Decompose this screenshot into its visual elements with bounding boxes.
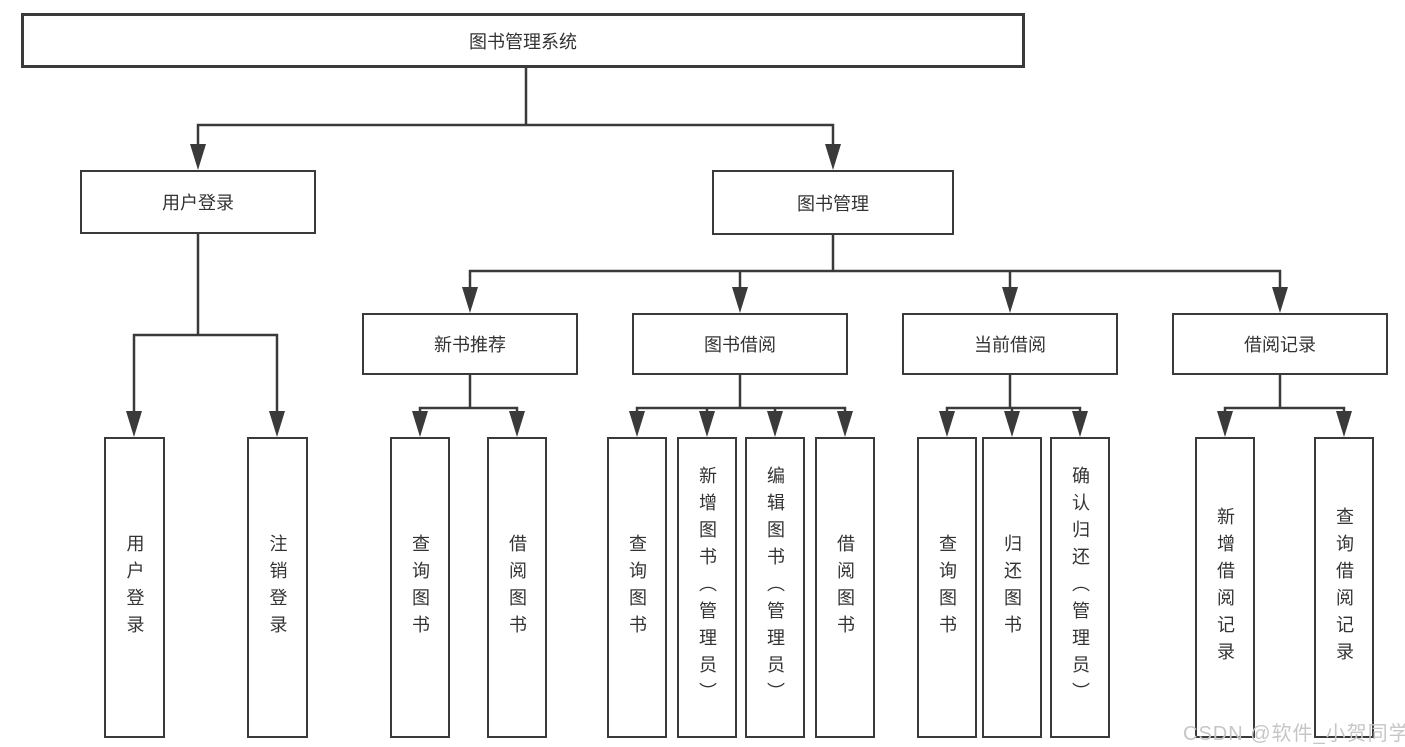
- node-new-book-recommend: 新书推荐: [362, 313, 578, 375]
- node-label: 借阅图书: [835, 533, 855, 642]
- node-library-management-system: 图书管理系统: [21, 13, 1025, 68]
- arrowheads: [126, 144, 1352, 437]
- node-user-login: 用户登录: [80, 170, 316, 234]
- leaf-add-borrow-record: 新增借阅记录: [1195, 437, 1255, 738]
- node-label: 当前借阅: [974, 335, 1046, 355]
- node-label: 借阅记录: [1244, 335, 1316, 355]
- csdn-watermark: CSDN @软件_小贺同学: [1183, 723, 1405, 745]
- node-label: 借阅图书: [507, 533, 527, 642]
- node-label: 新增借阅记录: [1215, 506, 1235, 669]
- node-label: 编辑图书（管理员）: [765, 466, 785, 709]
- node-label: 确认归还（管理员）: [1070, 466, 1090, 709]
- leaf-query-books-borrow: 查询图书: [607, 437, 667, 738]
- node-label: 用户登录: [124, 533, 145, 642]
- node-book-borrow: 图书借阅: [632, 313, 848, 375]
- leaf-query-books-recommend: 查询图书: [390, 437, 450, 738]
- node-label: 图书借阅: [704, 335, 776, 355]
- leaf-borrow-books-recommend: 借阅图书: [487, 437, 547, 738]
- leaf-add-books-admin: 新增图书（管理员）: [677, 437, 737, 738]
- node-label: 新增图书（管理员）: [697, 466, 717, 709]
- node-borrow-records: 借阅记录: [1172, 313, 1388, 375]
- node-label: 查询借阅记录: [1334, 506, 1354, 669]
- leaf-user-login: 用户登录: [104, 437, 165, 738]
- node-label: 图书管理系统: [469, 31, 577, 52]
- leaf-borrow-books-borrow: 借阅图书: [815, 437, 875, 738]
- node-label: 用户登录: [162, 193, 234, 213]
- leaf-return-books: 归还图书: [982, 437, 1042, 738]
- node-label: 查询图书: [937, 533, 957, 642]
- leaf-edit-books-admin: 编辑图书（管理员）: [745, 437, 805, 738]
- node-label: 注销登录: [267, 533, 288, 642]
- node-label: 归还图书: [1002, 533, 1022, 642]
- node-label: 查询图书: [627, 533, 647, 642]
- leaf-query-books-current: 查询图书: [917, 437, 977, 738]
- leaf-query-borrow-record: 查询借阅记录: [1314, 437, 1374, 738]
- node-label: 图书管理: [797, 193, 869, 214]
- node-current-borrow: 当前借阅: [902, 313, 1118, 375]
- leaf-confirm-return-admin: 确认归还（管理员）: [1050, 437, 1110, 738]
- node-book-management: 图书管理: [712, 170, 954, 235]
- node-label: 查询图书: [410, 533, 430, 642]
- node-label: 新书推荐: [434, 335, 506, 355]
- leaf-logout-login: 注销登录: [247, 437, 308, 738]
